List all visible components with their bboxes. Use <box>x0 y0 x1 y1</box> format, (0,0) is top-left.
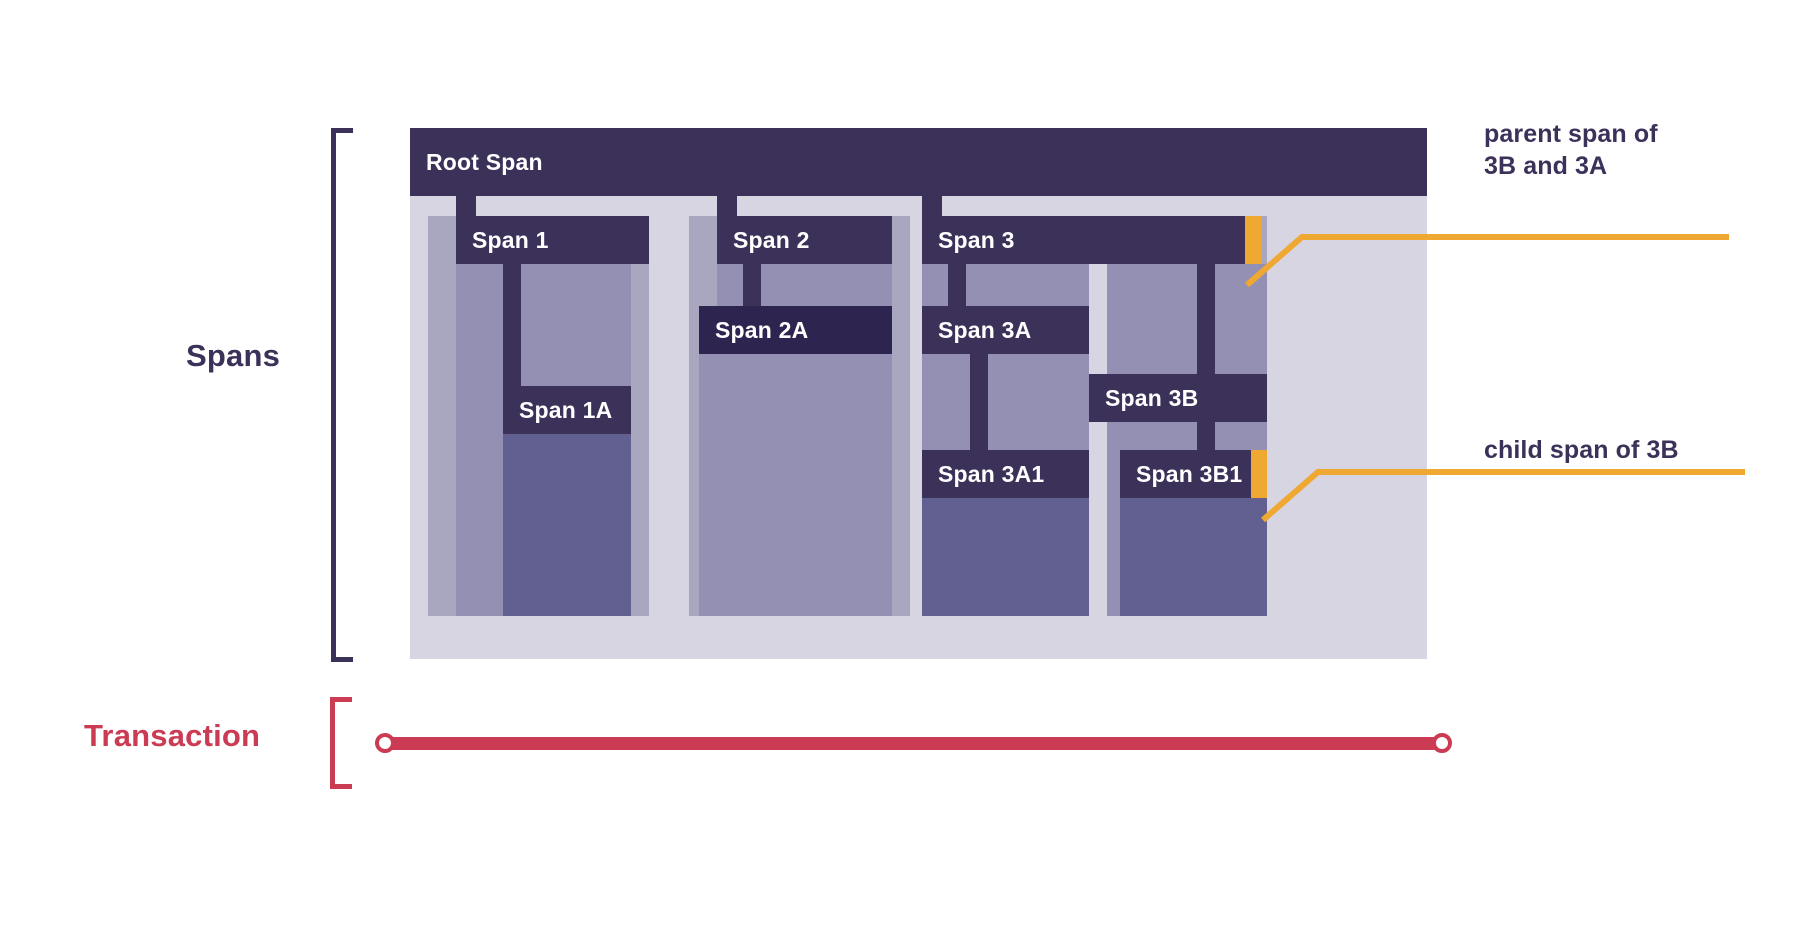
callout-parent-text: parent span of 3B and 3A <box>1484 120 1658 180</box>
connector-span-3a-to-span-3a1 <box>970 354 988 450</box>
connector-span-1-to-span-1a <box>503 264 521 416</box>
span-label-span-1a: Span 1A <box>519 396 613 423</box>
spans-bracket-spine <box>331 128 336 662</box>
span-label-root: Root Span <box>426 148 543 175</box>
span-bar-span-3[interactable]: Span 3 <box>922 216 1255 264</box>
callout-child-text: child span of 3B <box>1484 436 1679 464</box>
gap-3a-3b <box>1089 264 1107 616</box>
callout-parent-leader-line <box>1245 234 1729 288</box>
transaction-bracket-spine <box>330 697 335 789</box>
connector-span-3b-to-span-3b1 <box>1197 422 1215 450</box>
span-3b1-body <box>1120 498 1267 616</box>
connector-span-3-to-span-3a <box>948 264 966 306</box>
span-bar-span-1[interactable]: Span 1 <box>456 216 649 264</box>
span-bar-span-2a[interactable]: Span 2A <box>699 306 892 354</box>
transaction-start-dot <box>375 733 395 753</box>
span-label-span-2: Span 2 <box>733 226 810 253</box>
span-label-span-3b1: Span 3B1 <box>1136 460 1243 487</box>
connector-span-3-to-span-3b <box>1197 264 1215 374</box>
span-label-span-2a: Span 2A <box>715 316 809 343</box>
span-2a-body <box>699 354 892 616</box>
span-bar-span-2[interactable]: Span 2 <box>717 216 892 264</box>
connector-span-2-to-span-2a <box>743 264 761 306</box>
span-label-span-1: Span 1 <box>472 226 549 253</box>
callout-child-leader-line <box>1261 469 1745 523</box>
span-tree-canvas: Root Span Span 1 Span 1A Span 2 Span 2A <box>410 128 1427 659</box>
transaction-timeline <box>375 733 1452 753</box>
spans-group-label: Spans <box>186 338 281 373</box>
transaction-bracket-bottom-arm <box>330 784 352 789</box>
spans-bracket-top-arm <box>331 128 353 133</box>
spans-bracket-bottom-arm <box>331 657 353 662</box>
span-bar-span-1a[interactable]: Span 1A <box>503 386 631 434</box>
transaction-bracket <box>330 697 352 789</box>
span-bar-span-3b1[interactable]: Span 3B1 <box>1120 450 1267 498</box>
span-1a-body <box>503 434 631 616</box>
span-bar-span-3b[interactable]: Span 3B <box>1089 374 1267 422</box>
transaction-end-dot <box>1432 733 1452 753</box>
transaction-group-label: Transaction <box>84 718 261 753</box>
transaction-bar <box>389 737 1438 750</box>
highlight-span-3-edge <box>1245 216 1261 264</box>
span-label-span-3: Span 3 <box>938 226 1015 253</box>
span-label-span-3b: Span 3B <box>1105 384 1199 411</box>
spans-bracket <box>331 128 353 662</box>
span-bar-span-3a1[interactable]: Span 3A1 <box>922 450 1089 498</box>
highlight-span-3b1-edge <box>1251 450 1267 498</box>
span-label-span-3a1: Span 3A1 <box>938 460 1045 487</box>
span-label-span-3a: Span 3A <box>938 316 1032 343</box>
span-3a1-body <box>922 498 1089 616</box>
span-bar-root[interactable]: Root Span <box>410 128 1427 196</box>
transaction-bracket-top-arm <box>330 697 352 702</box>
